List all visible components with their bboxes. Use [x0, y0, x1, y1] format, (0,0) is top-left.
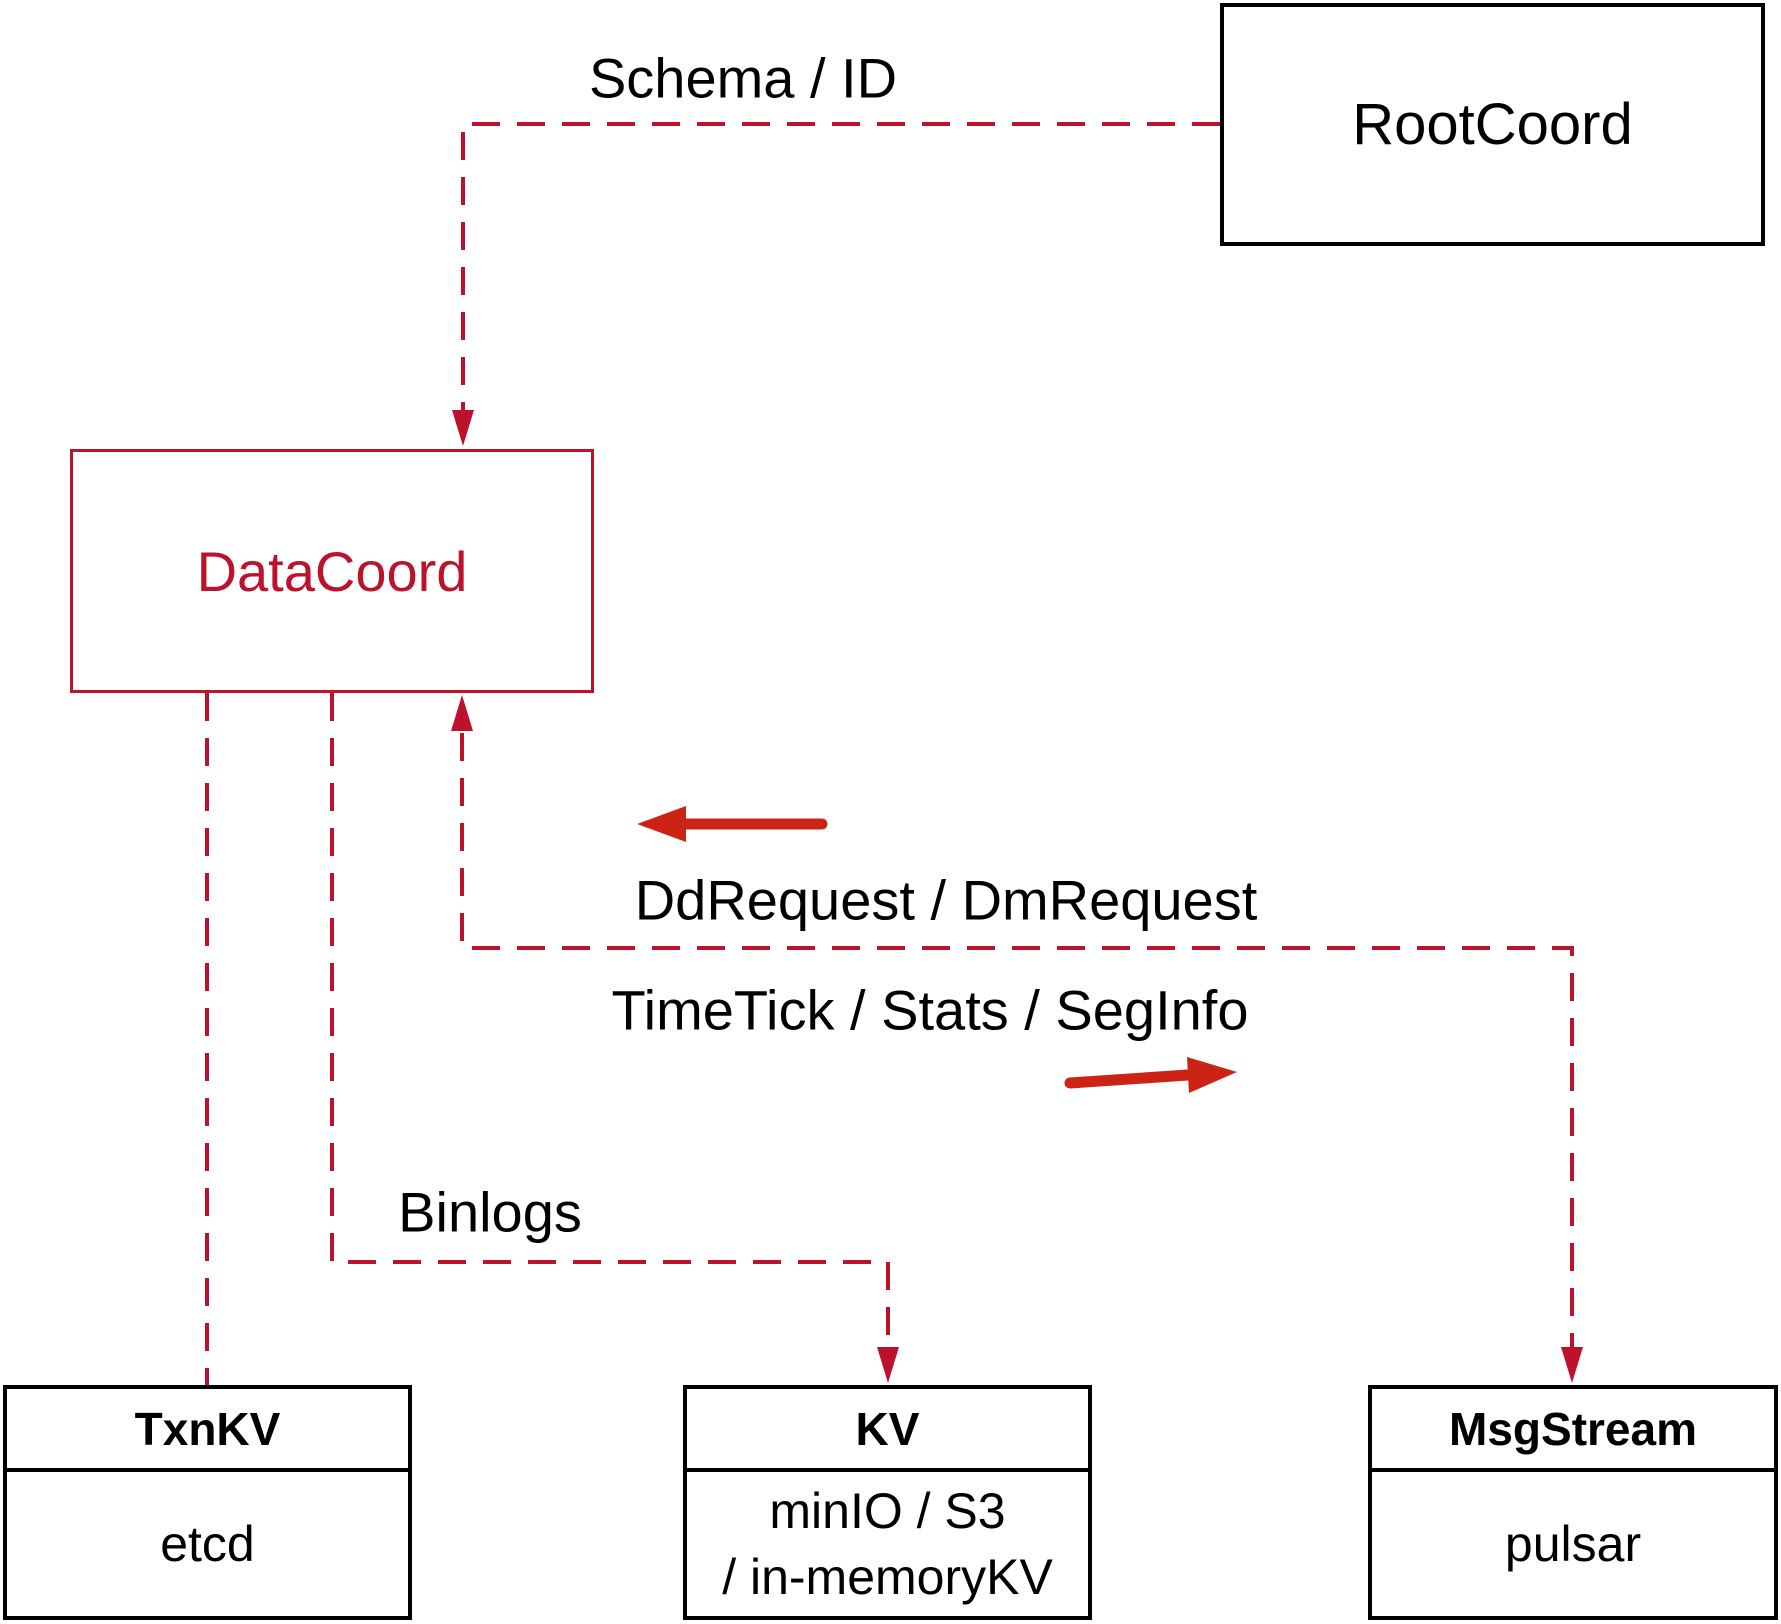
edge-label-timetick: TimeTick / Stats / SegInfo	[611, 978, 1249, 1042]
txnkv-title: TxnKV	[7, 1389, 408, 1472]
edge-label-binlogs: Binlogs	[398, 1180, 582, 1244]
node-msgstream: MsgStream pulsar	[1368, 1385, 1778, 1620]
rootcoord-label: RootCoord	[1352, 92, 1633, 157]
right-direction-arrow-shaft	[1064, 1069, 1194, 1089]
txnkv-body: etcd	[160, 1516, 255, 1572]
node-rootcoord: RootCoord	[1220, 3, 1765, 246]
edge-datacoord-up-arrowhead-icon	[451, 695, 473, 731]
right-direction-arrowhead-icon	[1187, 1057, 1237, 1093]
node-kv: KV minIO / S3 / in-memoryKV	[683, 1385, 1092, 1620]
msgstream-body: pulsar	[1504, 1516, 1642, 1572]
kv-body-line1: minIO / S3	[769, 1483, 1006, 1539]
kv-title: KV	[687, 1389, 1088, 1472]
datacoord-label: DataCoord	[196, 539, 468, 603]
node-datacoord: DataCoord	[70, 449, 594, 693]
kv-body-line2: / in-memoryKV	[722, 1549, 1053, 1605]
edge-msgstream-down-arrowhead-icon	[1561, 1347, 1583, 1383]
edge-label-ddrequest: DdRequest / DmRequest	[634, 868, 1258, 932]
kv-body: minIO / S3 / in-memoryKV	[687, 1472, 1088, 1616]
edge-schema-arrowhead-icon	[452, 410, 474, 446]
left-direction-arrowhead-icon	[637, 806, 686, 842]
edge-binlogs-arrowhead-icon	[877, 1347, 899, 1383]
edge-schema-dashed-line	[461, 122, 1220, 411]
node-txnkv: TxnKV etcd	[3, 1385, 412, 1620]
msgstream-title: MsgStream	[1372, 1389, 1774, 1472]
edge-label-schema-id: Schema / ID	[588, 46, 898, 110]
